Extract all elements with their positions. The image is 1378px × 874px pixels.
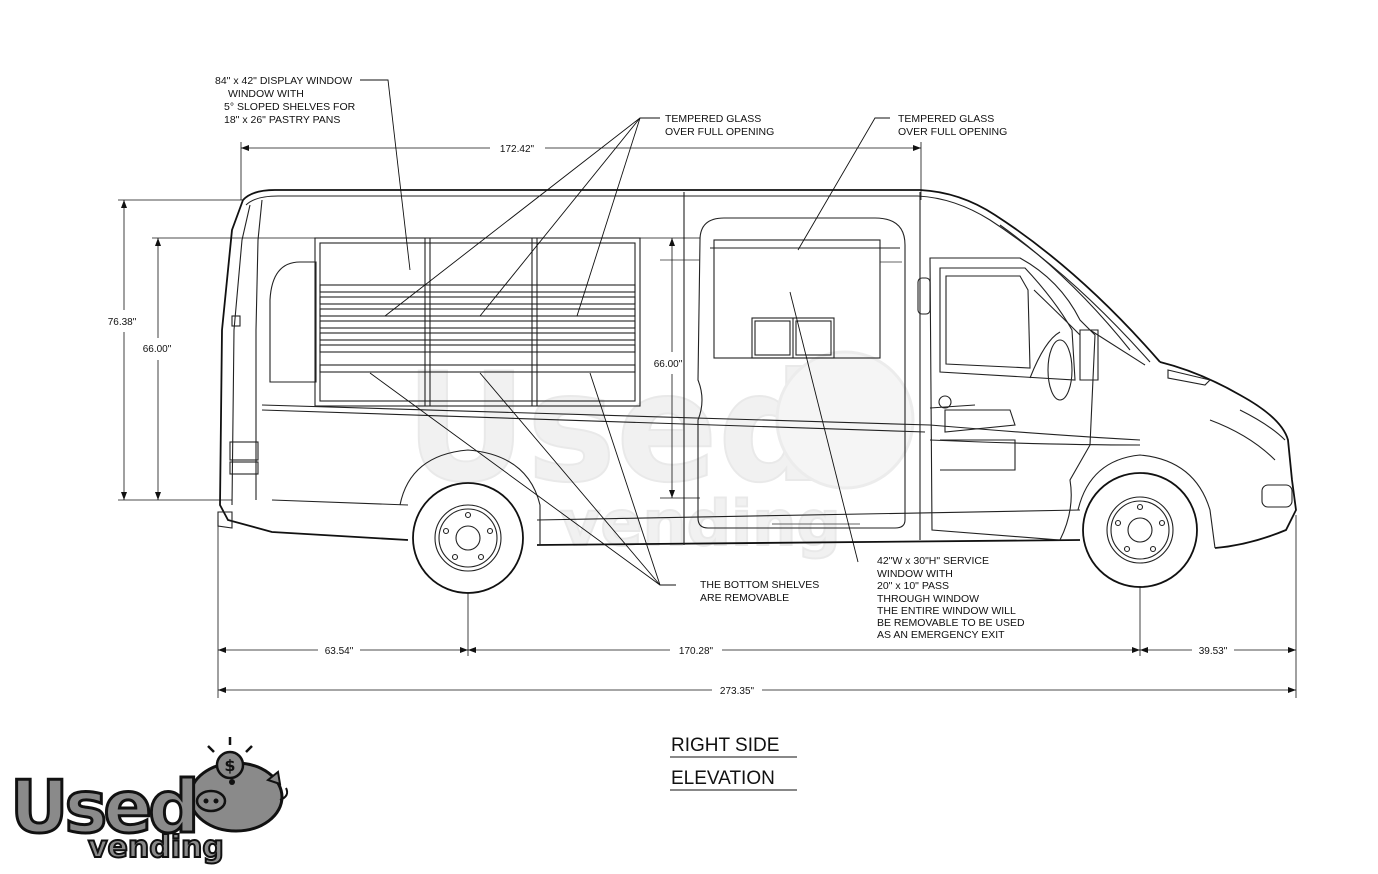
watermark: Used vending <box>404 341 915 561</box>
svg-text:18" x 26" PASTRY PANS: 18" x 26" PASTRY PANS <box>224 114 340 126</box>
dim-overall-height: 76.38" <box>108 317 137 328</box>
logo-word-vending: vending <box>88 830 224 865</box>
coin-icon <box>215 750 245 780</box>
svg-text:THE ENTIRE WINDOW WILL: THE ENTIRE WINDOW WILL <box>877 605 1016 617</box>
dim-window-height-mid: 66.00" <box>654 359 683 370</box>
svg-text:84" x 42" DISPLAY WINDOW: 84" x 42" DISPLAY WINDOW <box>215 75 352 87</box>
dim-front-overhang: 39.53" <box>1199 646 1228 657</box>
svg-text:TEMPERED GLASS: TEMPERED GLASS <box>665 113 761 125</box>
annotation-service-window: 42"W x 30"H" SERVICE WINDOW WITH 20" x 1… <box>877 555 1025 641</box>
svg-text:BE REMOVABLE TO BE USED: BE REMOVABLE TO BE USED <box>877 617 1025 629</box>
svg-text:WINDOW WITH: WINDOW WITH <box>228 88 304 100</box>
svg-text:TEMPERED GLASS: TEMPERED GLASS <box>898 113 994 125</box>
annotation-bottom-shelves: THE BOTTOM SHELVES ARE REMOVABLE <box>700 579 819 604</box>
pig-icon: $ <box>188 737 289 833</box>
title-line-2: ELEVATION <box>671 768 775 789</box>
drawing-title: RIGHT SIDE ELEVATION <box>670 735 797 791</box>
annotation-display-window: 84" x 42" DISPLAY WINDOW WINDOW WITH 5° … <box>215 75 356 126</box>
svg-text:AS AN EMERGENCY EXIT: AS AN EMERGENCY EXIT <box>877 629 1005 641</box>
display-shelves <box>319 284 636 373</box>
leader-lines <box>360 79 890 586</box>
watermark-pig-icon <box>775 350 915 490</box>
svg-text:5° SLOPED SHELVES FOR: 5° SLOPED SHELVES FOR <box>224 101 356 113</box>
title-line-1: RIGHT SIDE <box>671 735 779 756</box>
svg-text:WINDOW WITH: WINDOW WITH <box>877 568 953 580</box>
dimension-lines <box>118 142 1297 698</box>
svg-text:ARE REMOVABLE: ARE REMOVABLE <box>700 592 789 604</box>
watermark-vending: vending <box>560 487 841 560</box>
dim-wheelbase: 170.28" <box>679 646 714 657</box>
svg-text:THROUGH WINDOW: THROUGH WINDOW <box>877 593 979 605</box>
cab-door <box>917 257 1099 541</box>
svg-text:42"W x 30"H" SERVICE: 42"W x 30"H" SERVICE <box>877 555 989 567</box>
used-vending-logo: $ Used vending <box>9 737 289 866</box>
annotation-tempered-glass-left: TEMPERED GLASS OVER FULL OPENING <box>665 113 774 138</box>
rear-side-window <box>269 261 317 383</box>
dim-rear-overhang: 63.54" <box>325 646 354 657</box>
dim-top-length: 172.42" <box>500 144 535 155</box>
svg-text:20" x 10" PASS: 20" x 10" PASS <box>877 580 949 592</box>
svg-text:OVER FULL OPENING: OVER FULL OPENING <box>898 126 1007 138</box>
dim-window-height-left: 66.00" <box>143 344 172 355</box>
dim-overall-length: 273.35" <box>720 686 755 697</box>
watermark-used: Used <box>405 342 825 516</box>
annotation-tempered-glass-right: TEMPERED GLASS OVER FULL OPENING <box>898 113 1007 138</box>
logo-word-used: Used <box>10 765 196 849</box>
svg-text:$: $ <box>224 756 235 775</box>
svg-text:THE BOTTOM SHELVES: THE BOTTOM SHELVES <box>700 579 819 591</box>
svg-text:OVER FULL OPENING: OVER FULL OPENING <box>665 126 774 138</box>
front-wheel <box>1082 472 1198 588</box>
display-window <box>314 237 641 407</box>
service-window <box>713 239 881 359</box>
van-body <box>217 189 1297 549</box>
sliding-door <box>660 217 906 529</box>
